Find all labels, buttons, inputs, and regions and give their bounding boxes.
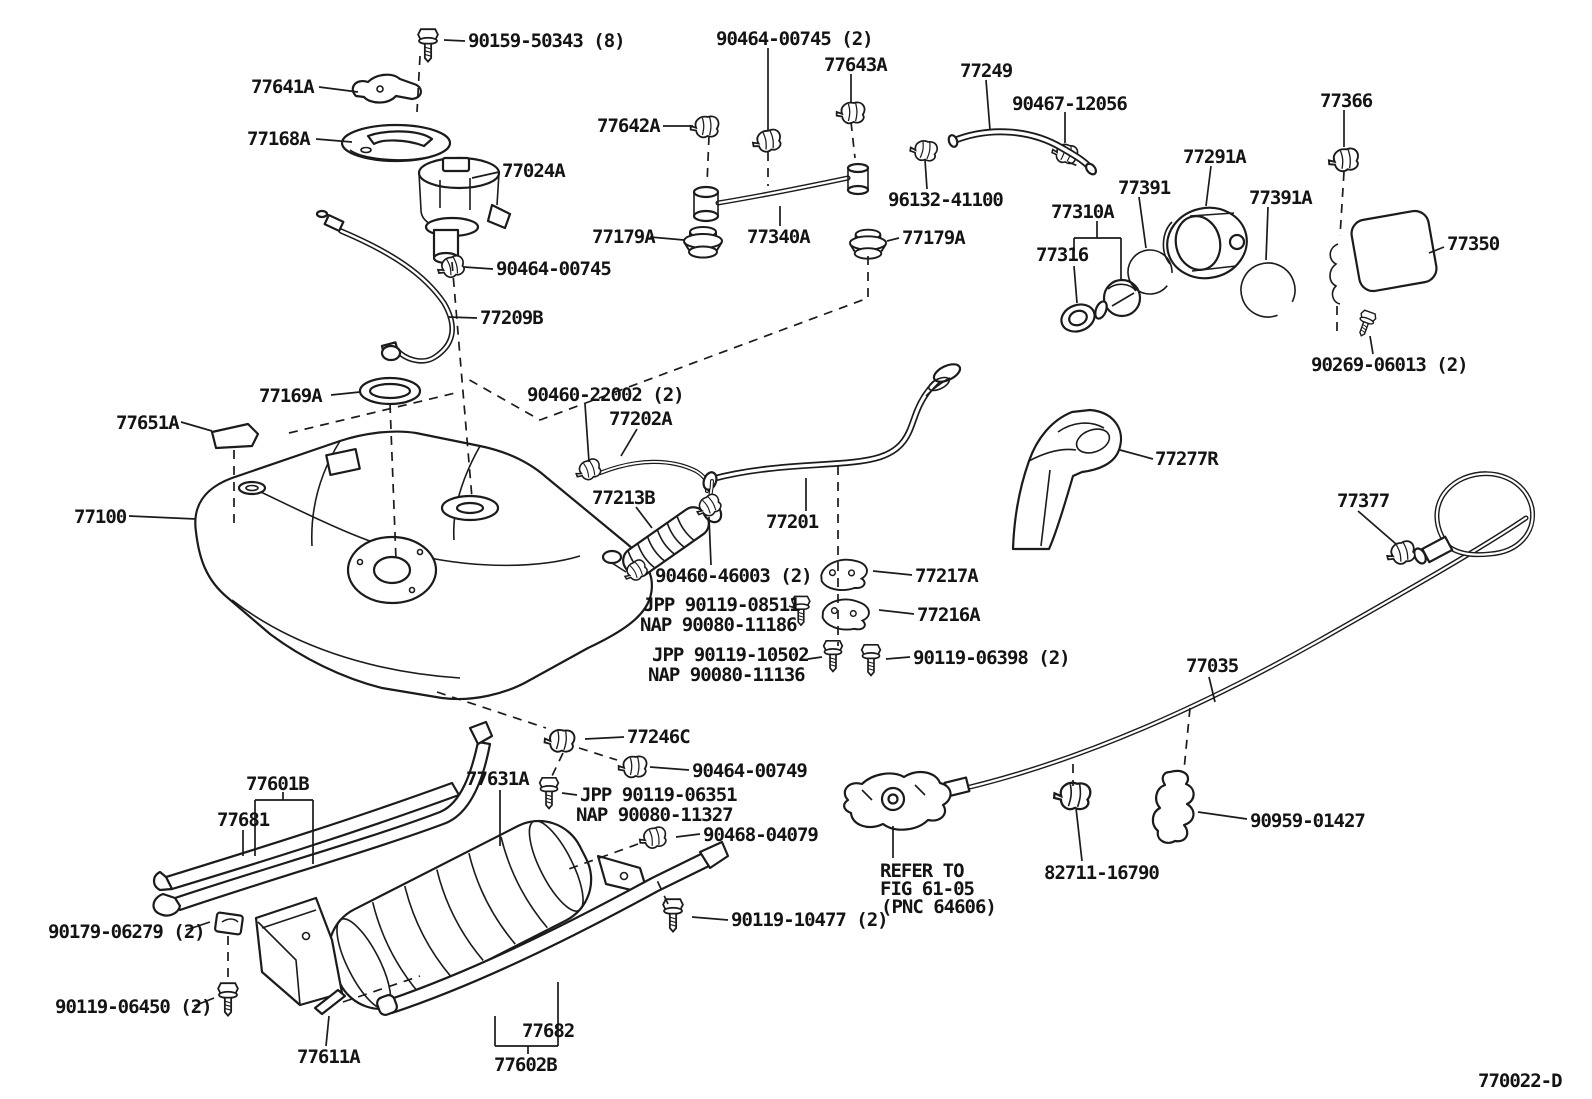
part-label: 77316 (1036, 244, 1089, 266)
part-label: 90119-06398 (2) (913, 647, 1071, 669)
note-line: (PNC 64606) (881, 896, 997, 918)
part-label: JPP 90119-10502 (652, 644, 810, 666)
vent-pipe-drawing (315, 209, 468, 406)
part-label: 77217A (915, 565, 979, 587)
part-label: 77024A (502, 160, 566, 182)
part-label: 77169A (259, 385, 323, 407)
fuel-tank-drawing (194, 422, 654, 701)
part-label: 77035 (1186, 655, 1239, 677)
part-label: 77310A (1051, 201, 1115, 223)
part-label: 90119-10477 (2) (731, 909, 889, 931)
part-label: 96132-41100 (888, 189, 1004, 211)
part-label: 77682 (522, 1020, 575, 1042)
part-label: 90959-01427 (1250, 810, 1366, 832)
part-label: 77611A (297, 1046, 361, 1068)
part-label: NAP 90080-11327 (576, 804, 734, 826)
note-line: REFER TO (880, 860, 965, 882)
part-label: 90159-50343 (8) (468, 30, 626, 52)
fuel-cap-parts-drawing (1060, 146, 1438, 340)
part-label: 77209B (480, 307, 544, 329)
part-label: 90460-46003 (2) (655, 565, 813, 587)
part-label: 77391 (1118, 177, 1171, 199)
part-label: 77246C (627, 726, 691, 748)
part-label: 77201 (766, 511, 819, 533)
part-label: 77179A (592, 226, 656, 248)
part-label: 77216A (917, 604, 981, 626)
figure-code: 770022-D (1478, 1070, 1563, 1092)
part-label: 77641A (251, 76, 315, 98)
part-label: 90179-06279 (2) (48, 921, 206, 943)
part-label: 77391A (1249, 187, 1313, 209)
note-line: FIG 61-05 (880, 878, 975, 900)
lid-lock-cable-drawing (843, 471, 1536, 844)
part-label: 77602B (494, 1054, 558, 1076)
part-label: 90467-12056 (1012, 93, 1128, 115)
part-label: 77631A (466, 768, 530, 790)
label-leader-lines (128, 39, 1445, 1054)
part-label: 90464-00745 (496, 258, 612, 280)
part-label: 77642A (597, 115, 661, 137)
part-label: 77249 (960, 60, 1013, 82)
part-label: 77168A (247, 128, 311, 150)
part-label: 90269-06013 (2) (1311, 354, 1469, 376)
part-label: NAP 90080-11186 (640, 614, 798, 636)
part-label: 90464-00745 (2) (716, 28, 874, 50)
part-label: JPP 90119-06351 (580, 784, 738, 806)
part-label: 77601B (246, 773, 310, 795)
part-label: 90119-06450 (2) (55, 996, 213, 1018)
part-label: 77291A (1183, 146, 1247, 168)
part-label: 90468-04079 (703, 824, 819, 846)
part-label: 77366 (1320, 90, 1373, 112)
part-label: 77277R (1155, 448, 1219, 470)
part-label: 90464-00749 (692, 760, 808, 782)
part-label: JPP 90119-08511 (643, 594, 801, 616)
filler-pipe-protector-drawing (1011, 408, 1123, 551)
part-label: 90460-22002 (2) (527, 384, 685, 406)
part-label: 77377 (1337, 490, 1390, 512)
fuel-tube-assembly-drawing (683, 101, 1098, 260)
part-label: 77350 (1447, 233, 1500, 255)
part-label: 82711-16790 (1044, 862, 1160, 884)
fuel-pump-assembly-drawing (340, 28, 512, 265)
part-label: 77213B (592, 487, 656, 509)
filler-pipe-drawing (572, 363, 962, 586)
part-label: 77681 (217, 809, 270, 831)
part-label: 77179A (902, 227, 966, 249)
part-label: 77651A (116, 412, 180, 434)
assembly-dashed-lines (227, 55, 1345, 1003)
part-label: 77643A (824, 54, 888, 76)
part-label: 77100 (74, 506, 127, 528)
part-label: 77340A (747, 226, 811, 248)
part-label: 77202A (609, 408, 673, 430)
part-label: NAP 90080-11136 (648, 664, 806, 686)
